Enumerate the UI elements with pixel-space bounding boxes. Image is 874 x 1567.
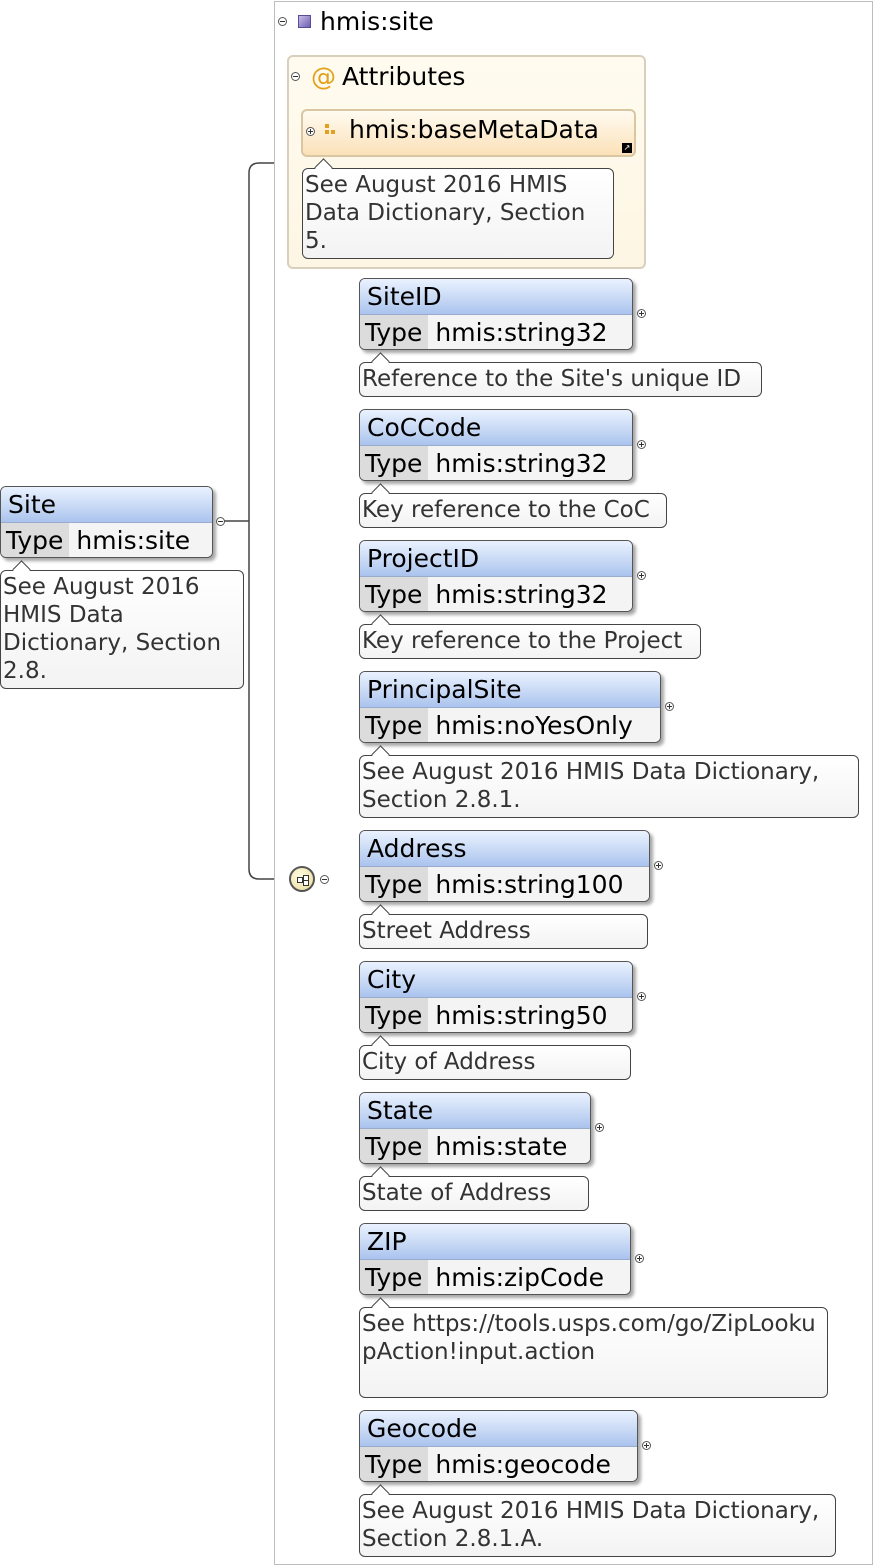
attribute-expand-toggle-icon[interactable] xyxy=(306,127,315,136)
element-type-row: Type hmis:string50 xyxy=(360,998,632,1032)
element-name: Site xyxy=(1,487,212,523)
root-element-site[interactable]: Site Type hmis:site xyxy=(0,486,213,558)
element-type-row: Type hmis:zipCode xyxy=(360,1260,630,1294)
type-label: Type xyxy=(360,867,429,901)
type-value: hmis:noYesOnly xyxy=(428,708,660,742)
principalsite-expand-toggle-icon[interactable] xyxy=(665,702,674,711)
coccode-documentation: Key reference to the CoC xyxy=(359,493,667,528)
element-name: ZIP xyxy=(360,1224,630,1260)
attributes-label: Attributes xyxy=(342,62,466,91)
attribute-name: hmis:baseMetaData xyxy=(349,115,599,144)
element-name: ProjectID xyxy=(360,541,632,577)
attributes-title: @Attributes xyxy=(311,62,465,91)
geocode-expand-toggle-icon[interactable] xyxy=(642,1441,651,1450)
element-name: Geocode xyxy=(360,1411,637,1447)
attributes-collapse-toggle-icon[interactable] xyxy=(291,72,300,81)
projectid-documentation: Key reference to the Project xyxy=(359,624,701,659)
element-coccode[interactable]: CoCCode Type hmis:string32 xyxy=(359,409,633,481)
type-label: Type xyxy=(360,1260,429,1294)
type-label: Type xyxy=(1,523,70,557)
zip-expand-toggle-icon[interactable] xyxy=(635,1254,644,1263)
city-documentation: City of Address xyxy=(359,1045,631,1080)
element-name: SiteID xyxy=(360,279,632,315)
element-state[interactable]: State Type hmis:state xyxy=(359,1092,591,1164)
complex-type-title: hmis:site xyxy=(320,7,434,36)
sequence-collapse-toggle-icon[interactable] xyxy=(320,875,329,884)
root-collapse-toggle-icon[interactable] xyxy=(216,517,225,526)
collapse-toggle-icon[interactable] xyxy=(278,17,287,26)
type-value: hmis:zipCode xyxy=(428,1260,630,1294)
element-type-row: Type hmis:string100 xyxy=(360,867,649,901)
type-label: Type xyxy=(360,315,429,349)
element-name: City xyxy=(360,962,632,998)
type-value: hmis:string32 xyxy=(428,315,632,349)
element-type-row: Type hmis:site xyxy=(1,523,212,557)
element-city[interactable]: City Type hmis:string50 xyxy=(359,961,633,1033)
type-value: hmis:site xyxy=(69,523,212,557)
type-value: hmis:string32 xyxy=(428,446,632,480)
element-geocode[interactable]: Geocode Type hmis:geocode xyxy=(359,1410,638,1482)
complex-type-icon xyxy=(298,15,311,28)
sequence-compositor-icon[interactable] xyxy=(289,866,315,892)
principalsite-documentation: See August 2016 HMIS Data Dictionary, Se… xyxy=(359,755,859,818)
type-label: Type xyxy=(360,1447,429,1481)
attribute-at-icon: @ xyxy=(311,62,336,91)
element-type-row: Type hmis:string32 xyxy=(360,315,632,349)
attribute-type-icon xyxy=(325,124,337,136)
siteid-expand-toggle-icon[interactable] xyxy=(637,309,646,318)
type-value: hmis:string32 xyxy=(428,577,632,611)
element-type-row: Type hmis:noYesOnly xyxy=(360,708,660,742)
element-name: State xyxy=(360,1093,590,1129)
projectid-expand-toggle-icon[interactable] xyxy=(637,571,646,580)
type-value: hmis:state xyxy=(428,1129,590,1163)
reference-arrow-icon: ↗ xyxy=(622,143,632,153)
element-type-row: Type hmis:string32 xyxy=(360,577,632,611)
type-label: Type xyxy=(360,708,429,742)
type-label: Type xyxy=(360,1129,429,1163)
attribute-basemetadata[interactable]: hmis:baseMetaData ↗ xyxy=(301,109,636,157)
state-expand-toggle-icon[interactable] xyxy=(595,1123,604,1132)
type-label: Type xyxy=(360,577,429,611)
type-label: Type xyxy=(360,446,429,480)
city-expand-toggle-icon[interactable] xyxy=(637,992,646,1001)
attribute-documentation: See August 2016 HMIS Data Dictionary, Se… xyxy=(302,168,614,259)
address-documentation: Street Address xyxy=(359,914,648,949)
element-zip[interactable]: ZIP Type hmis:zipCode xyxy=(359,1223,631,1295)
type-label: Type xyxy=(360,998,429,1032)
element-name: CoCCode xyxy=(360,410,632,446)
coccode-expand-toggle-icon[interactable] xyxy=(637,440,646,449)
element-siteid[interactable]: SiteID Type hmis:string32 xyxy=(359,278,633,350)
element-name: Address xyxy=(360,831,649,867)
type-value: hmis:geocode xyxy=(428,1447,637,1481)
root-documentation: See August 2016 HMIS Data Dictionary, Se… xyxy=(0,570,244,689)
type-value: hmis:string50 xyxy=(428,998,632,1032)
element-name: PrincipalSite xyxy=(360,672,660,708)
zip-documentation: See https://tools.usps.com/go/ZipLookupA… xyxy=(359,1307,828,1398)
state-documentation: State of Address xyxy=(359,1176,589,1211)
element-type-row: Type hmis:state xyxy=(360,1129,590,1163)
type-value: hmis:string100 xyxy=(428,867,649,901)
element-type-row: Type hmis:string32 xyxy=(360,446,632,480)
element-projectid[interactable]: ProjectID Type hmis:string32 xyxy=(359,540,633,612)
geocode-documentation: See August 2016 HMIS Data Dictionary, Se… xyxy=(359,1494,836,1557)
address-expand-toggle-icon[interactable] xyxy=(654,861,663,870)
element-type-row: Type hmis:geocode xyxy=(360,1447,637,1481)
element-principalsite[interactable]: PrincipalSite Type hmis:noYesOnly xyxy=(359,671,661,743)
siteid-documentation: Reference to the Site's unique ID xyxy=(359,362,762,397)
element-address[interactable]: Address Type hmis:string100 xyxy=(359,830,650,902)
